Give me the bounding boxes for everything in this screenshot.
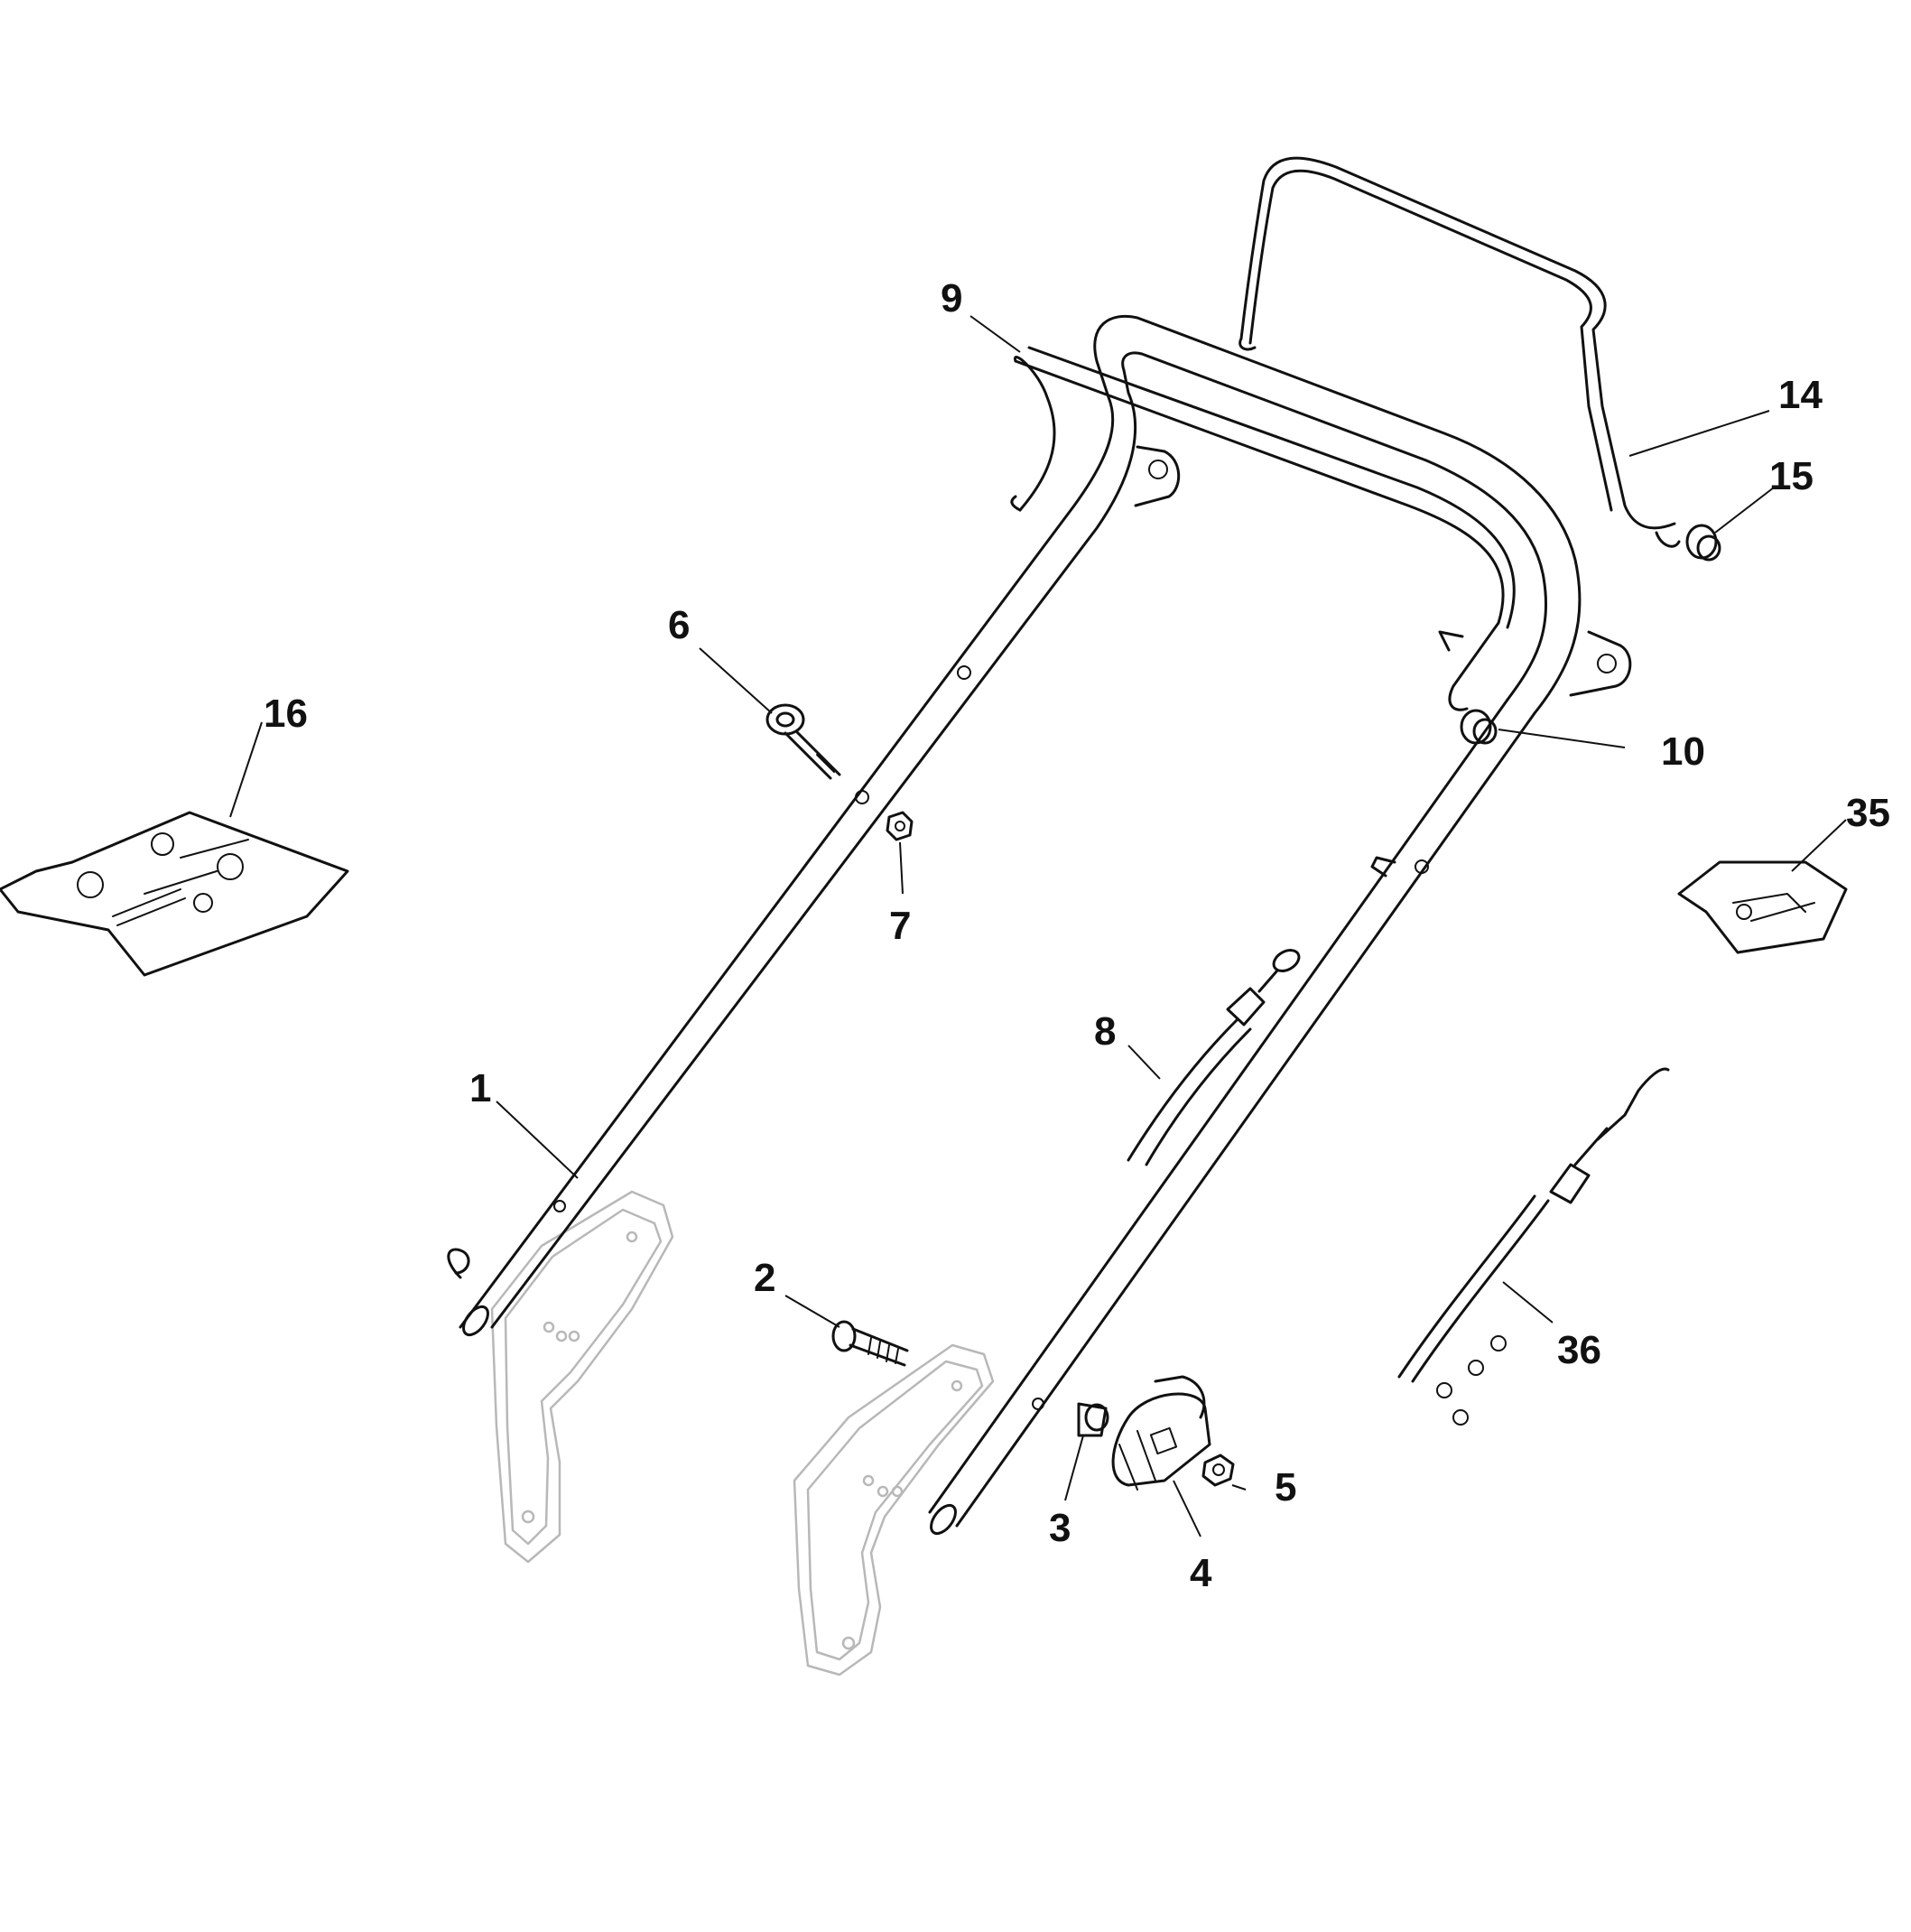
washer-part-3 [1077, 1402, 1109, 1437]
callout-35: 35 [1846, 791, 1890, 835]
leader-16 [229, 721, 263, 818]
leader-7 [899, 841, 904, 895]
throttle-cable-part-36 [1397, 1067, 1670, 1426]
bushing-part-10 [1460, 709, 1498, 745]
callout-9: 9 [941, 276, 962, 320]
hardware-bag-part-35 [1677, 860, 1848, 954]
bail-bar-upper [1238, 156, 1681, 548]
right-mounting-bracket-ghost [793, 1343, 995, 1677]
callout-6: 6 [668, 603, 690, 647]
leader-4 [1173, 1480, 1201, 1537]
callout-3: 3 [1049, 1506, 1071, 1550]
leader-36 [1502, 1281, 1554, 1324]
callout-5: 5 [1275, 1465, 1296, 1509]
callout-8: 8 [1094, 1009, 1116, 1054]
callout-36: 36 [1557, 1328, 1601, 1372]
leader-14 [1628, 410, 1770, 457]
control-cable-part-8 [1127, 949, 1301, 1166]
callout-2: 2 [754, 1256, 775, 1300]
callout-10: 10 [1661, 729, 1705, 774]
callout-labels: 1 2 3 4 5 6 7 8 9 10 14 15 16 35 36 [264, 276, 1890, 1595]
leader-lines [229, 315, 1847, 1537]
leader-9 [969, 315, 1021, 353]
leader-15 [1714, 487, 1775, 534]
leader-5 [1231, 1484, 1247, 1491]
callout-1: 1 [469, 1066, 491, 1110]
leader-6 [699, 647, 773, 714]
nut-part-7 [886, 811, 914, 841]
callout-4: 4 [1190, 1551, 1212, 1595]
eye-bolt-part-6 [765, 703, 841, 780]
leader-10 [1498, 729, 1626, 748]
callout-15: 15 [1769, 454, 1814, 498]
left-mounting-bracket-ghost [490, 1190, 674, 1564]
main-handle-frame [447, 314, 1632, 1536]
leader-1 [496, 1101, 579, 1179]
leader-2 [784, 1295, 840, 1328]
bushing-part-15 [1685, 524, 1721, 562]
knob-part-4 [1111, 1375, 1211, 1491]
leader-35 [1791, 819, 1847, 872]
hardware-bag-part-16 [0, 811, 349, 977]
callout-14: 14 [1778, 373, 1823, 417]
callout-16: 16 [264, 692, 308, 736]
nut-part-5 [1201, 1454, 1235, 1487]
leader-3 [1064, 1435, 1084, 1501]
callout-7: 7 [889, 904, 911, 948]
leader-8 [1127, 1045, 1161, 1080]
bail-bar-lower [1010, 346, 1516, 711]
carriage-bolt-part-2 [831, 1320, 909, 1367]
